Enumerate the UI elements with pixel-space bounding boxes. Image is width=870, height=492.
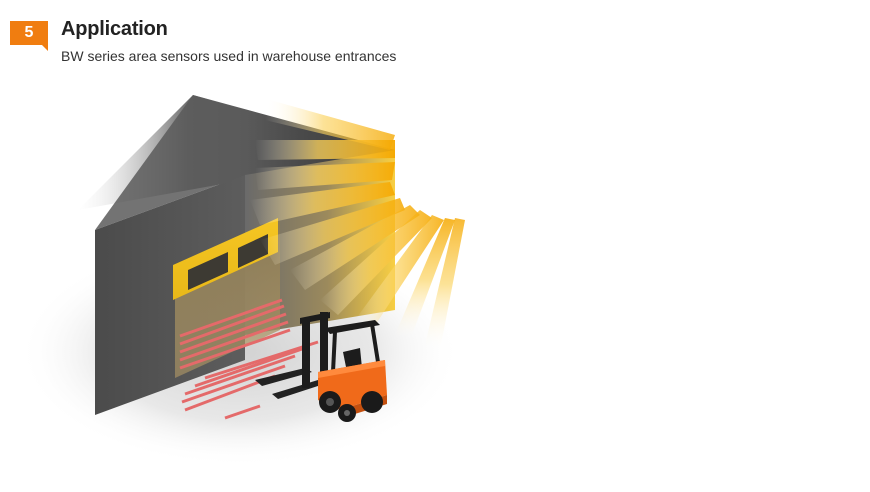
step-number: 5 (24, 24, 34, 41)
page-subtitle: BW series area sensors used in warehouse… (61, 48, 397, 64)
forklift-icon (255, 312, 387, 422)
badge-icon (10, 21, 48, 51)
section-header: 5 Application BW series area sensors use… (0, 0, 870, 80)
sensor-detection-area (179, 298, 319, 420)
page-title: Application (61, 18, 168, 40)
light-rays (250, 100, 465, 350)
warehouse-forklift-sensor-illustration (18, 95, 465, 467)
step-badge: 5 (10, 21, 48, 51)
